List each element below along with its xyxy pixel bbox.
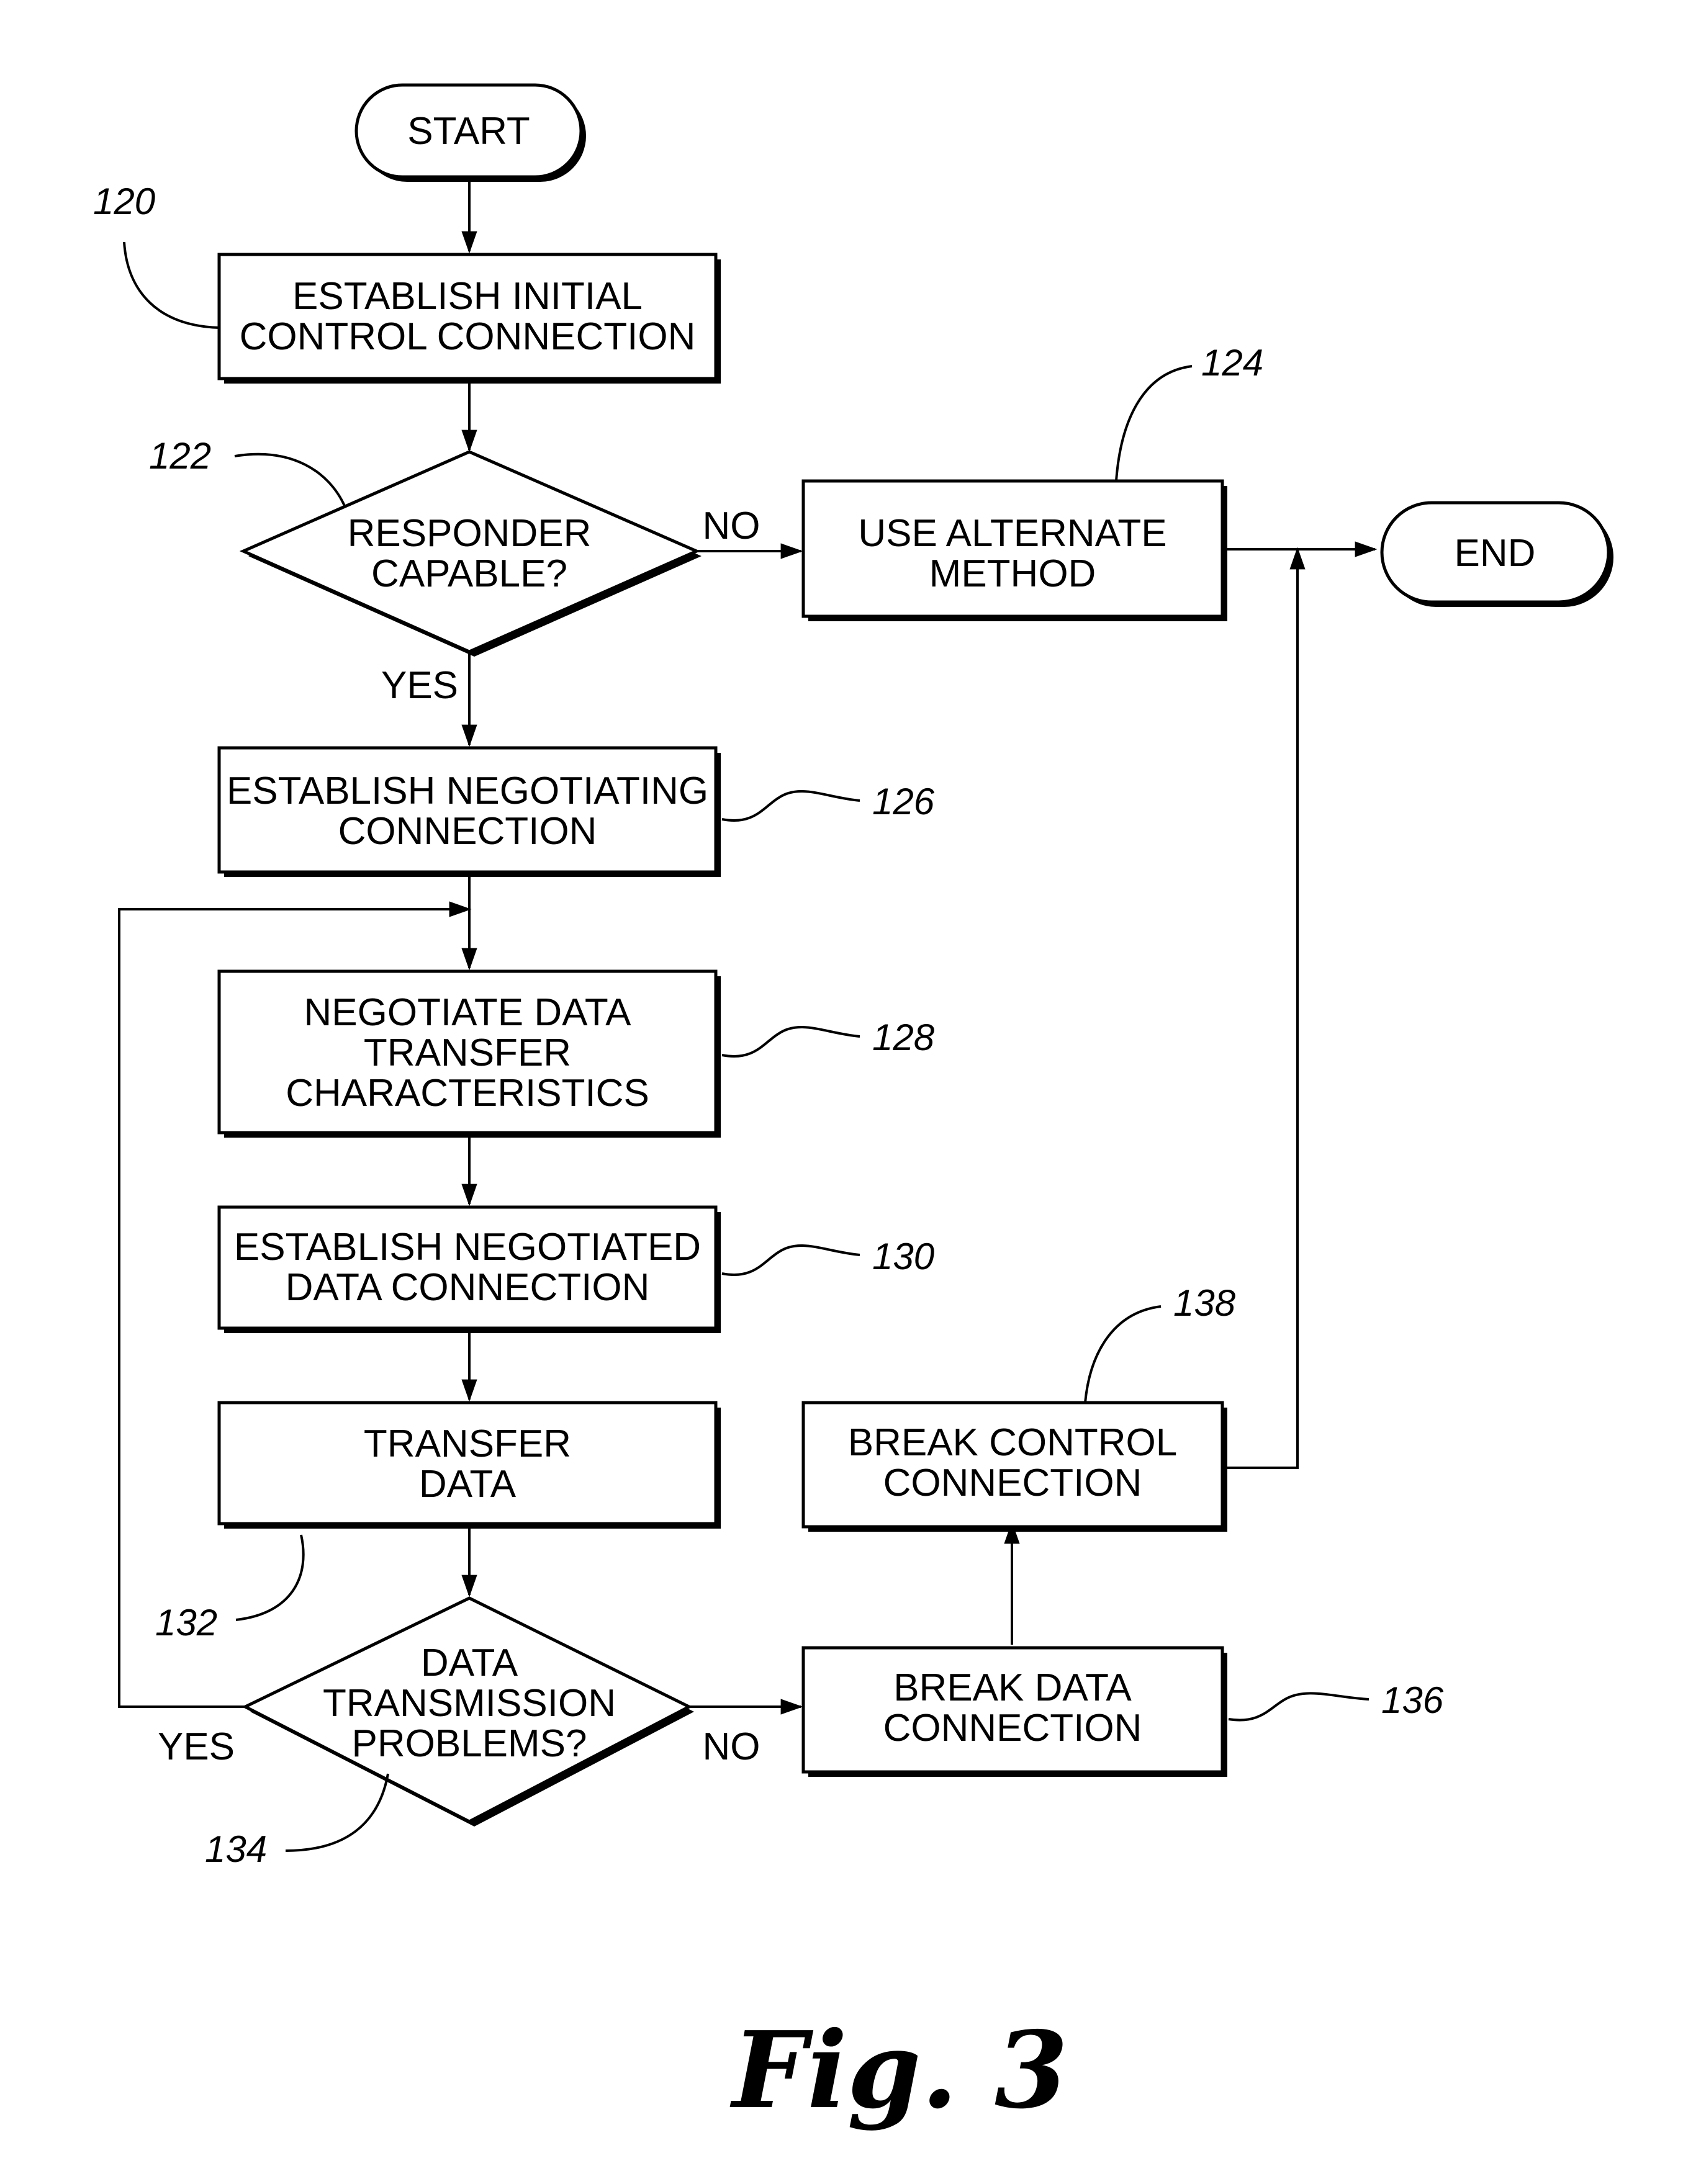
step-negotiate-line3: CHARACTERISTICS — [286, 1072, 649, 1115]
step-break-control: BREAK CONTROL CONNECTION — [801, 1401, 1227, 1532]
leader-124 — [1115, 365, 1193, 482]
end-terminal: END — [1380, 501, 1613, 607]
arrow-134-yes-loop-to-128 — [118, 901, 472, 1708]
figure-caption: Fig. 3 — [730, 2008, 1068, 2132]
leader-132 — [235, 1534, 305, 1621]
step-use-alternate-line1: USE ALTERNATE — [858, 512, 1166, 555]
ref-126: 126 — [872, 781, 935, 822]
step-break-data-line2: CONNECTION — [883, 1707, 1142, 1750]
reference-numerals: 120 122 124 126 128 130 132 134 136 138 — [93, 181, 1444, 1870]
leader-130 — [721, 1244, 860, 1276]
step-establish-negotiating-line1: ESTABLISH NEGOTIATING — [227, 770, 708, 812]
step-negotiate-line2: TRANSFER — [364, 1031, 571, 1074]
ref-120: 120 — [93, 181, 155, 222]
step-break-control-line1: BREAK CONTROL — [848, 1421, 1178, 1464]
edge-label-problems-no: NO — [703, 1725, 760, 1768]
step-use-alternate: USE ALTERNATE METHOD — [801, 479, 1227, 621]
decision-problems-line3: PROBLEMS? — [351, 1722, 587, 1765]
leader-122 — [234, 452, 346, 506]
step-break-data-line1: BREAK DATA — [893, 1666, 1132, 1709]
arrow-138-to-end-merge — [1226, 547, 1306, 1469]
step-transfer-data: TRANSFER DATA — [217, 1401, 721, 1529]
end-label: END — [1455, 532, 1536, 575]
step-negotiate-line1: NEGOTIATE DATA — [304, 991, 631, 1034]
ref-132: 132 — [155, 1602, 217, 1643]
ref-130: 130 — [872, 1236, 934, 1277]
connectors — [118, 180, 1378, 1715]
edge-label-responder-yes: YES — [381, 664, 458, 707]
edge-label-problems-yes: YES — [158, 1725, 235, 1768]
step-establish-initial: ESTABLISH INITIAL CONTROL CONNECTION — [217, 253, 721, 384]
step-break-data: BREAK DATA CONNECTION — [801, 1646, 1227, 1777]
step-establish-negotiating: ESTABLISH NEGOTIATING CONNECTION — [217, 746, 721, 877]
step-establish-negotiated: ESTABLISH NEGOTIATED DATA CONNECTION — [217, 1205, 721, 1333]
step-establish-initial-line1: ESTABLISH INITIAL — [292, 275, 643, 318]
leader-126 — [721, 789, 860, 822]
step-establish-negotiated-line2: DATA CONNECTION — [286, 1266, 650, 1309]
ref-134: 134 — [205, 1828, 267, 1870]
step-establish-negotiated-line1: ESTABLISH NEGOTIATED — [234, 1226, 701, 1269]
decision-responder-line2: CAPABLE? — [371, 552, 567, 595]
start-terminal: START — [354, 83, 586, 182]
step-negotiate-data: NEGOTIATE DATA TRANSFER CHARACTERISTICS — [217, 969, 721, 1138]
edge-label-responder-no: NO — [703, 505, 760, 547]
decision-data-problems: DATA TRANSMISSION PROBLEMS? — [241, 1596, 694, 1827]
step-transfer-line1: TRANSFER — [364, 1422, 571, 1465]
decision-problems-line2: TRANSMISSION — [323, 1682, 616, 1725]
ref-128: 128 — [872, 1017, 935, 1058]
start-label: START — [407, 110, 530, 153]
decision-responder-line1: RESPONDER — [348, 512, 592, 555]
leader-134 — [285, 1773, 389, 1852]
leader-120 — [123, 241, 220, 329]
step-establish-negotiating-line2: CONNECTION — [338, 810, 597, 853]
decision-responder-capable: RESPONDER CAPABLE? — [239, 450, 702, 657]
ref-136: 136 — [1381, 1679, 1444, 1721]
leader-136 — [1228, 1692, 1369, 1722]
step-establish-initial-line2: CONTROL CONNECTION — [240, 315, 696, 358]
leader-138 — [1084, 1305, 1162, 1403]
step-use-alternate-line2: METHOD — [929, 552, 1096, 595]
ref-138: 138 — [1173, 1282, 1236, 1324]
decision-problems-line1: DATA — [421, 1642, 518, 1684]
step-transfer-line2: DATA — [419, 1463, 517, 1506]
leader-128 — [721, 1025, 860, 1058]
step-break-control-line2: CONNECTION — [883, 1462, 1142, 1504]
ref-124: 124 — [1201, 342, 1263, 384]
ref-122: 122 — [149, 435, 211, 477]
